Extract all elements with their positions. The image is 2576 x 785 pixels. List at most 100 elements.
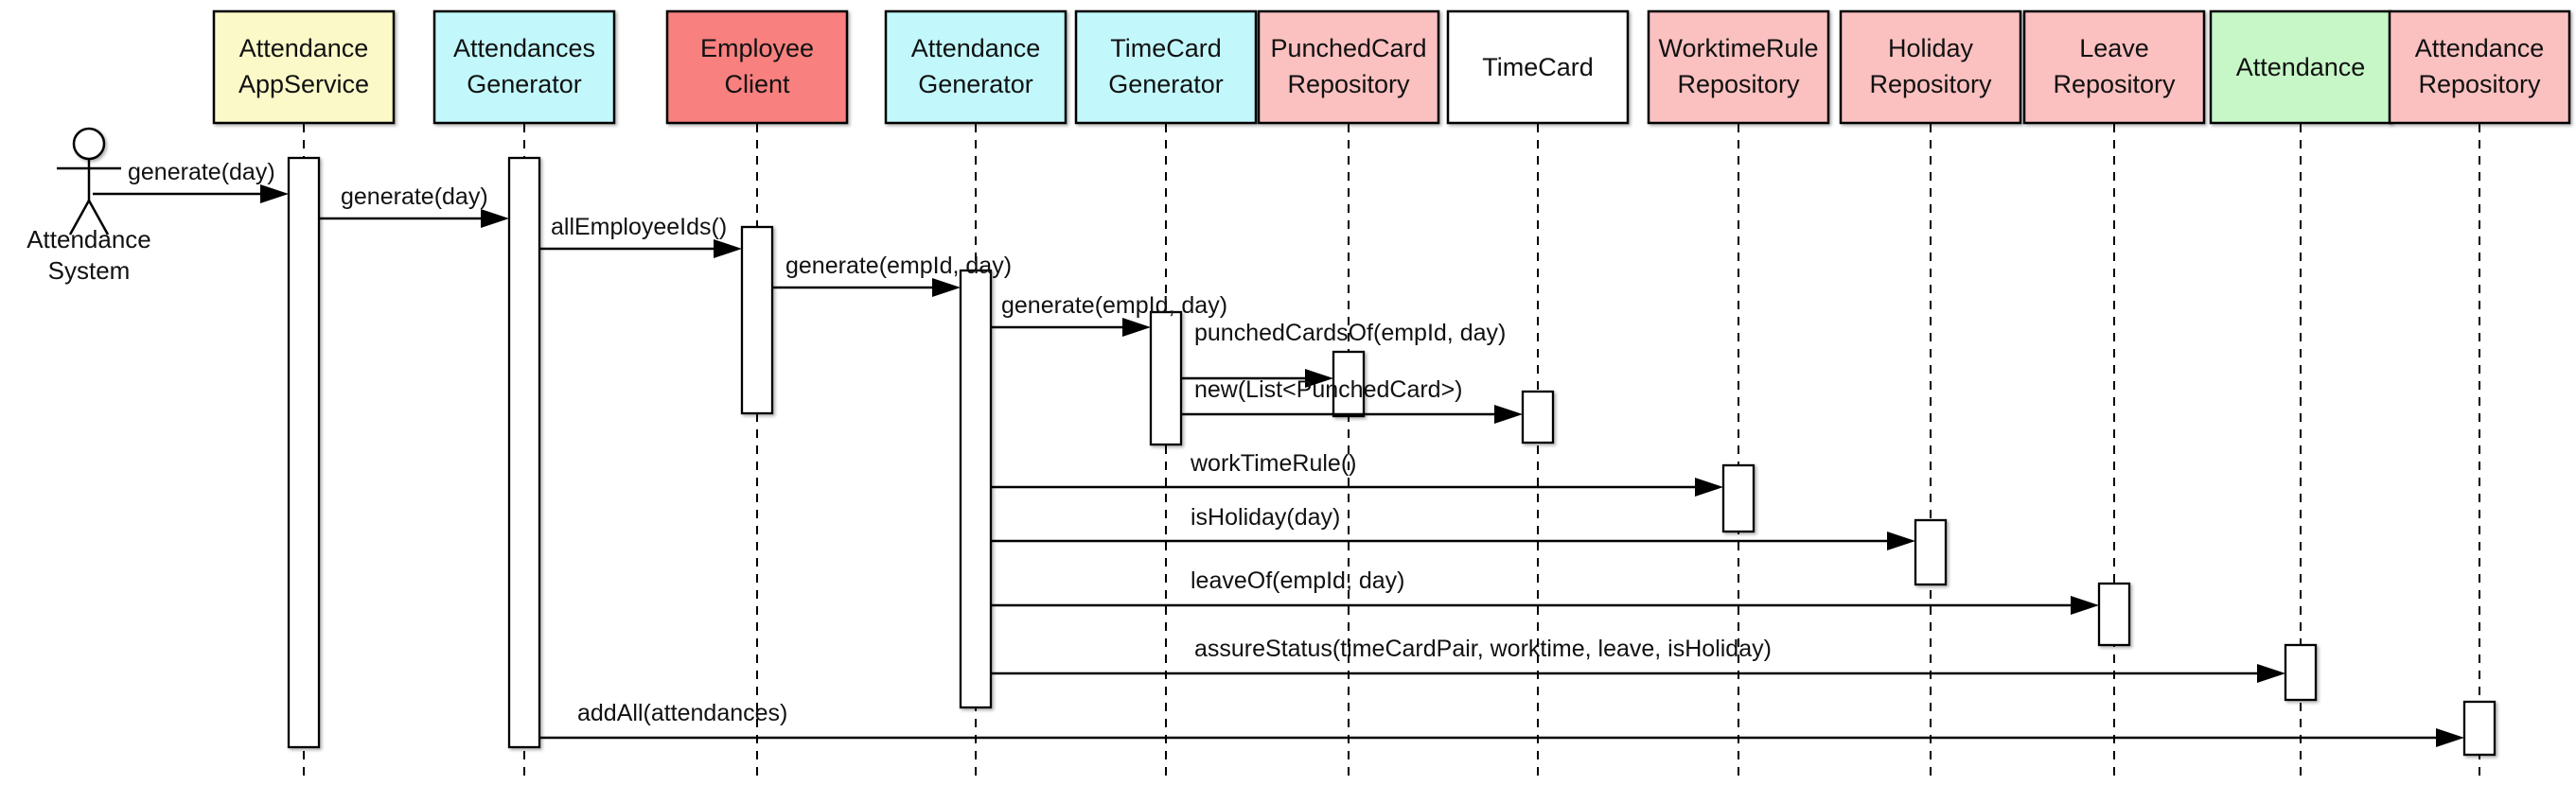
- participant-holiday-repository-box: [1839, 9, 2022, 125]
- message-attendances-generator-to-attendance-repository: addAll(attendances): [539, 700, 2464, 747]
- message-attendance-generator-to-holiday-repository: isHoliday(day): [991, 504, 1915, 550]
- message-arrowhead-icon: [1494, 405, 1523, 424]
- activation-timecard: [1521, 390, 1555, 445]
- message-arrowhead-icon: [932, 278, 961, 297]
- participant-employee-client-box: [665, 9, 849, 125]
- message-attendance-generator-to-worktimerule-repository: workTimeRule(): [991, 450, 1723, 497]
- message-attendance-generator-to-attendance: assureStatus(timeCardPair, worktime, lea…: [991, 636, 2285, 683]
- participant-attendance-generator-label: Generator: [918, 70, 1033, 98]
- participant-attendance-generator-label: Attendance: [911, 34, 1041, 62]
- participant-worktimerule-repository-label: WorktimeRule: [1658, 34, 1818, 62]
- participant-leave-repository-label: Repository: [2053, 70, 2176, 98]
- message-attendance-appservice-to-attendances-generator: generate(day): [319, 183, 509, 228]
- participant-employee-client-label: Employee: [700, 34, 814, 62]
- participant-attendance-appservice-box: [212, 9, 396, 125]
- participant-timecard-generator-box: [1074, 9, 1258, 125]
- participant-attendance-repository-label: Repository: [2418, 70, 2541, 98]
- message-attendances-generator-to-employee-client: allEmployeeIds(): [539, 214, 742, 258]
- activation-punchedcard-repository: [1332, 350, 1366, 418]
- message-label: assureStatus(timeCardPair, worktime, lea…: [1194, 636, 1772, 662]
- participant-leave-repository-box: [2022, 9, 2206, 125]
- message-attendance-generator-to-timecard-generator: generate(empId, day): [991, 292, 1227, 337]
- message-arrowhead-icon: [1887, 532, 1915, 550]
- message-label: isHoliday(day): [1191, 504, 1340, 531]
- message-label: generate(day): [128, 159, 275, 185]
- participant-leave-repository-label: Leave: [2079, 34, 2149, 62]
- message-arrowhead-icon: [1305, 369, 1333, 388]
- participant-attendance-repository-box: [2388, 9, 2571, 125]
- message-label: punchedCardsOf(empId, day): [1194, 320, 1506, 346]
- participant-attendance-appservice-label: Attendance: [239, 34, 369, 62]
- participant-worktimerule-repository-label: Repository: [1677, 70, 1800, 98]
- message-label: allEmployeeIds(): [551, 214, 727, 240]
- message-employee-client-to-attendance-generator: generate(empId, day): [772, 253, 1012, 297]
- message-label: leaveOf(empId, day): [1191, 567, 1405, 594]
- participant-worktimerule-repository-box: [1647, 9, 1830, 125]
- activation-timecard-generator: [1149, 310, 1183, 446]
- message-label: addAll(attendances): [577, 700, 787, 726]
- participant-holiday-repository-label: Repository: [1869, 70, 1992, 98]
- participant-attendances-generator-label: Attendances: [453, 34, 595, 62]
- participant-timecard-label: TimeCard: [1482, 53, 1594, 81]
- actor-label: System: [48, 256, 131, 285]
- message-arrowhead-icon: [481, 209, 509, 228]
- participant-attendances-generator-box: [432, 9, 616, 125]
- message-label: workTimeRule(): [1190, 450, 1356, 477]
- participant-employee-client-label: Client: [724, 70, 790, 98]
- message-arrowhead-icon: [2436, 728, 2464, 747]
- message-label: generate(empId, day): [1001, 292, 1227, 319]
- message-attendance-system-to-attendance-appservice: generate(day): [93, 159, 289, 203]
- participant-attendance-label: Attendance: [2236, 53, 2366, 81]
- participant-attendance-repository-label: Attendance: [2415, 34, 2545, 62]
- activation-attendance-repository: [2462, 700, 2497, 757]
- participant-attendance-generator-box: [884, 9, 1067, 125]
- participant-punchedcard-repository-box: [1257, 9, 1440, 125]
- message-arrowhead-icon: [2257, 664, 2285, 683]
- message-arrowhead-icon: [260, 184, 289, 203]
- participant-punchedcard-repository-label: PunchedCard: [1270, 34, 1426, 62]
- participant-attendance-appservice-label: AppService: [238, 70, 369, 98]
- message-arrowhead-icon: [1695, 478, 1723, 497]
- participant-timecard-generator-label: TimeCard: [1110, 34, 1222, 62]
- participant-attendance-box: [2209, 9, 2392, 125]
- participant-timecard-generator-label: Generator: [1108, 70, 1224, 98]
- participant-timecard-box: [1446, 9, 1630, 125]
- activation-leave-repository: [2097, 582, 2131, 647]
- message-label: new(List<PunchedCard>): [1194, 376, 1463, 403]
- participant-punchedcard-repository-label: Repository: [1287, 70, 1410, 98]
- activation-attendance: [2284, 643, 2318, 702]
- message-label: generate(day): [341, 183, 488, 210]
- participant-holiday-repository-label: Holiday: [1888, 34, 1974, 62]
- message-arrowhead-icon: [1122, 318, 1151, 337]
- activation-holiday-repository: [1914, 518, 1948, 586]
- actor-label: Attendance: [26, 225, 151, 253]
- participant-timecard: TimeCard: [1446, 9, 1630, 125]
- message-arrowhead-icon: [714, 239, 742, 258]
- message-timecard-generator-to-timecard: new(List<PunchedCard>): [1181, 376, 1523, 424]
- actor-leg-left-icon: [68, 200, 91, 236]
- activation-attendance-appservice: [287, 156, 321, 749]
- activation-employee-client: [740, 225, 774, 415]
- message-label: generate(empId, day): [785, 253, 1012, 279]
- participant-attendance: Attendance: [2209, 9, 2392, 125]
- participant-attendances-generator-label: Generator: [467, 70, 582, 98]
- actor-head-icon: [72, 127, 106, 161]
- activation-attendance-generator: [959, 269, 993, 709]
- message-arrowhead-icon: [2071, 596, 2099, 615]
- activation-attendances-generator: [507, 156, 541, 749]
- message-attendance-generator-to-leave-repository: leaveOf(empId, day): [991, 567, 2099, 615]
